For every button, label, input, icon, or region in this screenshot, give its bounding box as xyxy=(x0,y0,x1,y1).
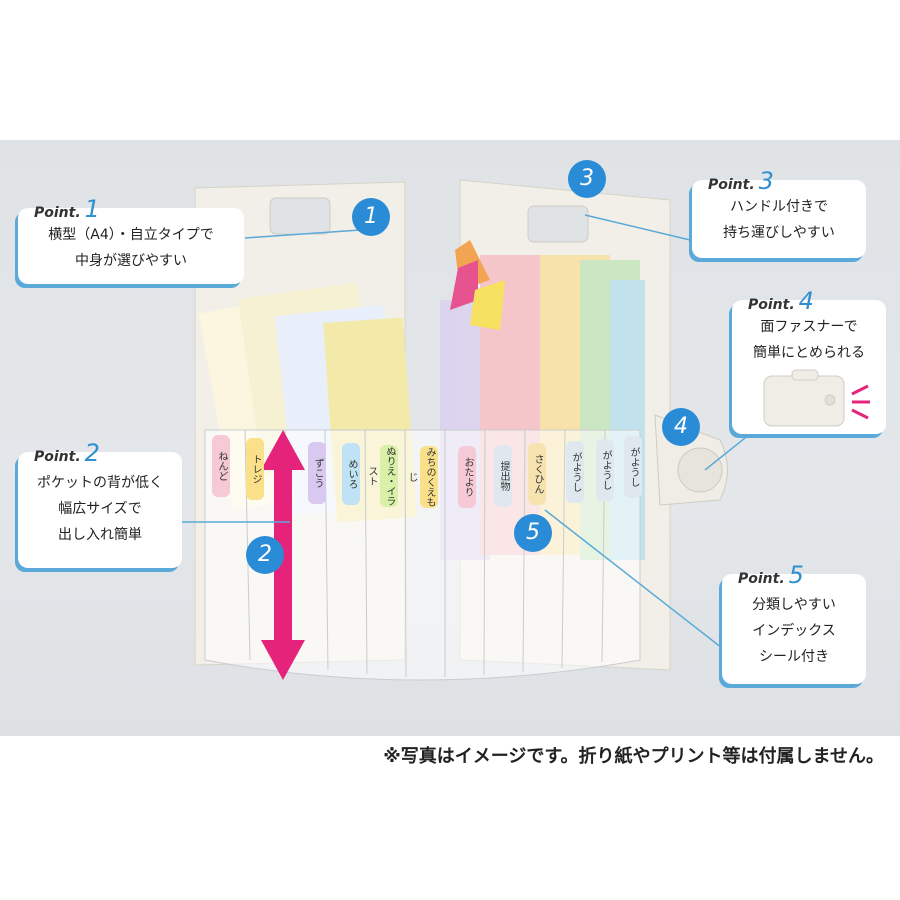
index-tab: がようし xyxy=(566,441,584,503)
point-label: Point.5 xyxy=(738,561,804,589)
closed-case-icon xyxy=(763,369,870,427)
index-tab: さくひん xyxy=(528,443,546,505)
callout-point-2: Point.2 ポケットの背が低く 幅広サイズで 出し入れ簡単 xyxy=(18,440,182,568)
badge-5: 5 xyxy=(514,514,552,552)
callout-text: ハンドル付きで xyxy=(730,199,828,215)
point-label: Point.2 xyxy=(34,439,100,467)
callout-text: ポケットの背が低く xyxy=(37,475,163,491)
index-tab: ぬりえ・イラスト xyxy=(366,445,398,507)
index-tab: がようし xyxy=(596,439,614,501)
index-tab: ずこう xyxy=(308,442,326,504)
point-label: Point.3 xyxy=(708,167,774,195)
callout-text: インデックス xyxy=(752,623,836,639)
callout-text: 出し入れ簡単 xyxy=(58,527,142,543)
callout-point-5: Point.5 分類しやすい インデックス シール付き xyxy=(722,562,866,684)
callout-text: 簡単にとめられる xyxy=(753,345,865,361)
callout-point-4: Point.4 面ファスナーで 簡単にとめられる xyxy=(732,288,886,434)
badge-1: 1 xyxy=(352,198,390,236)
index-tab: 提出物 xyxy=(494,445,512,507)
badge-4: 4 xyxy=(662,408,700,446)
index-tab: おたより xyxy=(458,446,476,508)
callout-text: シール付き xyxy=(759,649,829,665)
callout-text: 幅広サイズで xyxy=(58,501,142,517)
point-label: Point.1 xyxy=(34,195,100,223)
callout-point-3: Point.3 ハンドル付きで 持ち運びしやすい xyxy=(692,168,866,258)
badge-3: 3 xyxy=(568,160,606,198)
callout-text: 分類しやすい xyxy=(752,597,836,613)
callout-text: 横型（A4）・自立タイプで xyxy=(48,227,214,243)
callout-text: 面ファスナーで xyxy=(760,319,858,335)
point-label: Point.4 xyxy=(748,287,814,315)
callout-point-1: Point.1 横型（A4）・自立タイプで 中身が選びやすい xyxy=(18,196,244,284)
index-tab: めいろ xyxy=(342,443,360,505)
callout-text: 持ち運びしやすい xyxy=(723,225,835,241)
badge-2: 2 xyxy=(246,536,284,574)
index-tab: みちのくえもじ xyxy=(406,446,438,508)
disclaimer-note: ※写真はイメージです。折り紙やプリント等は付属しません。 xyxy=(383,746,884,767)
index-tab: がようし xyxy=(624,436,642,498)
index-tab: ねんど xyxy=(212,435,230,497)
callout-text: 中身が選びやすい xyxy=(75,253,187,269)
index-tab: トレジ xyxy=(246,438,264,500)
